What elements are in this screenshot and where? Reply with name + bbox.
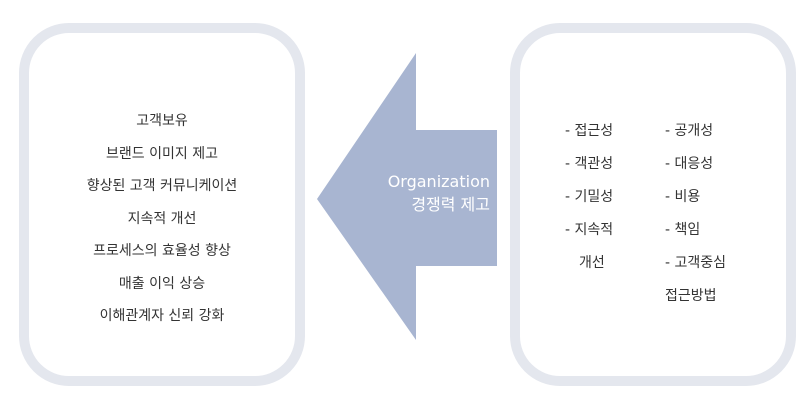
principle-item: - 책임 — [665, 222, 701, 238]
principle-item: 개선 — [579, 255, 605, 271]
principle-item: - 지속적 — [565, 222, 614, 238]
principle-item: - 객관성 — [565, 156, 614, 172]
principle-item: - 기밀성 — [565, 189, 614, 205]
principles-box: - 접근성 - 객관성 - 기밀성 - 지속적 개선 - 공개성 - 대응성 -… — [510, 23, 796, 386]
principles-column-1: - 접근성 - 객관성 - 기밀성 - 지속적 개선 — [565, 115, 613, 280]
arrow-label-line2: 경쟁력 제고 — [411, 195, 490, 214]
arrow-label-line1: Organization — [387, 172, 490, 191]
outcome-item: 매출 이익 상승 — [118, 275, 206, 292]
outcome-item: 프로세스의 효율성 향상 — [93, 243, 231, 259]
outcomes-box: 고객보유 브랜드 이미지 제고 향상된 고객 커뮤니케이션 지속적 개선 프로세… — [19, 23, 305, 386]
outcome-item: 이해관계자 신뢰 강화 — [99, 308, 225, 324]
principle-item: - 접근성 — [565, 123, 614, 139]
outcome-item: 향상된 고객 커뮤니케이션 — [86, 178, 238, 194]
arrow-label: Organization 경쟁력 제고 — [350, 170, 490, 216]
outcome-item: 브랜드 이미지 제고 — [106, 145, 218, 162]
principle-item: 접근방법 — [665, 288, 717, 304]
outcome-item: 지속적 개선 — [127, 210, 197, 227]
principle-item: - 고객중심 — [665, 255, 727, 271]
outcome-item: 고객보유 — [136, 113, 188, 129]
principles-column-2: - 공개성 - 대응성 - 비용 - 책임 - 고객중심 접근방법 — [665, 115, 726, 313]
outcomes-list: 고객보유 브랜드 이미지 제고 향상된 고객 커뮤니케이션 지속적 개선 프로세… — [29, 105, 295, 333]
principle-item: - 대응성 — [665, 156, 714, 172]
principle-item: - 공개성 — [665, 123, 714, 139]
principle-item: - 비용 — [665, 189, 701, 205]
